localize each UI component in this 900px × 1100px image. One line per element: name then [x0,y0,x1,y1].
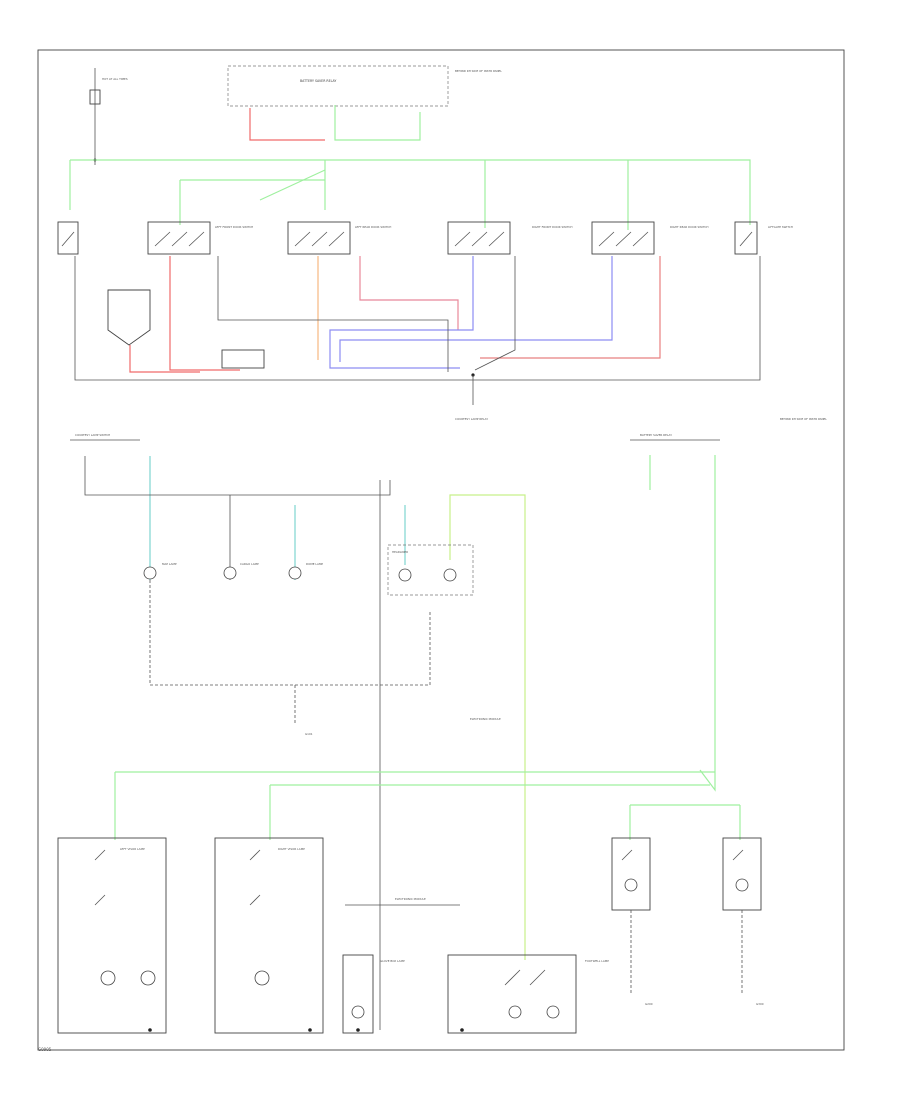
wire-green-branch [179,169,326,225]
lh-visor-lamp: LEFT VISOR LAMP [57,837,167,1034]
wire-gray-3 [74,256,761,381]
door-switch-lr: LEFT REAR DOOR SWITCH [287,221,391,255]
courtesy-lamp-switch-label: COURTESY LAMP SWITCH [75,433,110,437]
courtesy-lamp-switch-top [57,221,79,255]
ground-bus-mid [149,580,431,686]
fuse-panel-top: HOT AT ALL TIMES [89,68,128,165]
headliner-label: HEADLINER [392,550,408,554]
battery-saver-relay-top-label: BATTERY SAVER RELAY [300,79,336,83]
map-lamp: MAP LAMP [143,562,177,580]
glove-box-lamp: GLOVE BOX LAMP [342,954,405,1034]
wire-green-top-1 [334,105,421,141]
wire-blue-2 [339,256,613,362]
wire-red-3 [480,256,661,359]
wire-gray-mid [84,456,391,580]
footwell-lamp-label: FOOTWELL LAMP [585,959,609,963]
door-switch-rr: RIGHT REAR DOOR SWITCH [591,221,708,255]
cargo-lamp-label: CARGO LAMP [240,562,259,566]
g-note-3: G300 [756,1002,764,1006]
lh-visor-lamp-label: LEFT VISOR LAMP [120,847,145,851]
cargo-lamp: CARGO LAMP [223,562,259,580]
wire-blue-1 [329,256,474,369]
map-lamp-label: MAP LAMP [162,562,177,566]
courtesy-lamp-rh-2 [722,837,762,911]
wire-green-mid [449,494,526,960]
wire-green-main [69,159,751,230]
courtesy-lamp-switch-mid: COURTESY LAMP SWITCH [70,433,140,441]
ground-node-2 [308,1028,312,1032]
battery-saver-relay-mid-note: BEHIND RH SIDE OF INSTR PANEL [780,417,827,421]
electronic-module-label: ELECTRONIC MODULE [470,717,501,721]
ground-drop-bottom [630,910,743,995]
dome-lamp: DOME LAMP [288,562,323,580]
headliner-lamps: HEADLINER [387,544,474,596]
battery-saver-relay-mid-label: BATTERY SAVER RELAY [640,433,672,437]
wire-gray-2 [474,256,516,371]
liftgate-switch: LIFTGATE SWITCH [734,221,793,255]
liftgate-switch-label: LIFTGATE SWITCH [768,225,793,229]
ground-node-1 [148,1028,152,1032]
battery-saver-relay-top-note: BEHIND RH SIDE OF INSTR PANEL [455,69,502,73]
wire-gray-1 [217,256,449,372]
door-switch-lf: LEFT FRONT DOOR SWITCH [147,221,253,255]
courtesy-lamp-relay-label: COURTESY LAMP RELAY [455,417,488,421]
wire-green-bottom-bus [114,771,741,840]
wire-pink [359,256,459,330]
diagram-frame [37,49,845,1051]
rh-visor-lamp: RIGHT VISOR LAMP [214,837,324,1034]
footer-code: G0905 [38,1047,52,1052]
battery-saver-relay-mid: BATTERY SAVER RELAY BEHIND RH SIDE OF IN… [630,417,827,441]
door-switch-lr-label: LEFT REAR DOOR SWITCH [355,225,391,229]
wire-red-top [249,108,325,141]
footwell-lamps: FOOTWELL LAMP [447,954,609,1034]
dome-lamp-label: DOME LAMP [306,562,323,566]
electronic-module-bottom-label: ELECTRONIC MODULE [395,897,426,901]
ground-node-3 [356,1028,360,1032]
fuse-top-label: HOT AT ALL TIMES [102,77,128,81]
glove-box-lamp-label: GLOVE BOX LAMP [380,959,405,963]
electronic-module-bottom: ELECTRONIC MODULE [345,897,460,906]
wire-green-right [649,455,716,792]
rh-visor-lamp-label: RIGHT VISOR LAMP [278,847,305,851]
battery-saver-relay-top: BATTERY SAVER RELAY BEHIND RH SIDE OF IN… [227,65,502,107]
g-note-1: G101 [305,732,313,736]
wire-red-1 [169,256,240,371]
courtesy-lamp-rh-1 [611,837,651,911]
door-switch-rf: RIGHT FRONT DOOR SWITCH [447,221,572,255]
ground-node-4 [460,1028,464,1032]
courtesy-lamp-relay-top [107,289,265,369]
door-switch-rr-label: RIGHT REAR DOOR SWITCH [670,225,708,229]
door-switch-rf-label: RIGHT FRONT DOOR SWITCH [532,225,572,229]
g-note-2: G200 [645,1002,653,1006]
door-switch-lf-label: LEFT FRONT DOOR SWITCH [215,225,253,229]
wire-red-2 [129,345,200,373]
